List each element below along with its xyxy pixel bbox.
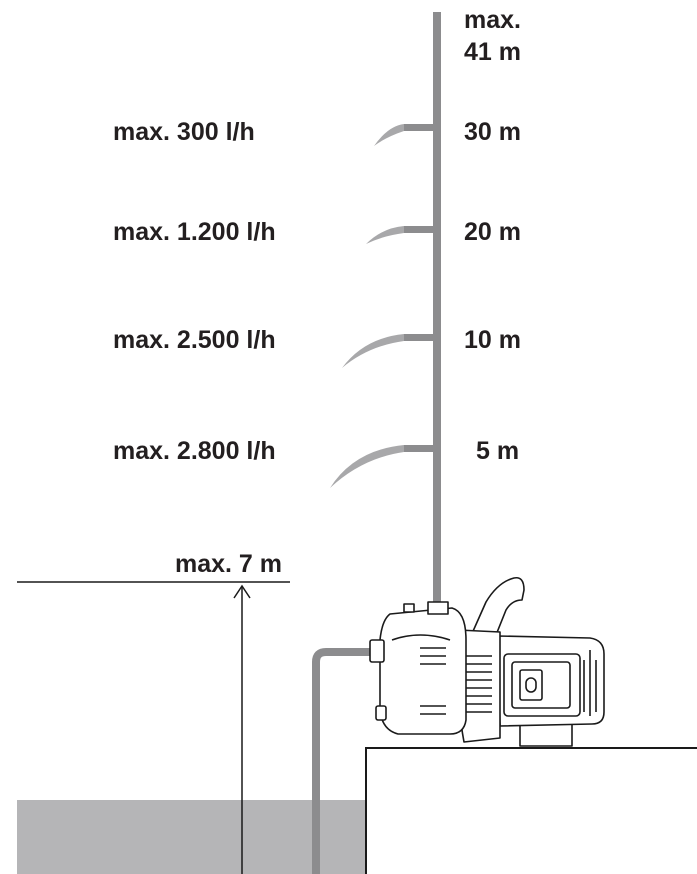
platform bbox=[365, 747, 697, 874]
spray-30m bbox=[374, 124, 404, 146]
outlet-stub-30m bbox=[404, 124, 434, 131]
height-label-5m: 5 m bbox=[476, 437, 519, 465]
suction-height-label: max. 7 m bbox=[175, 550, 282, 578]
height-labels: max. 41 m 30 m 20 m 10 m 5 m bbox=[464, 6, 521, 465]
max-height-label-line1: max. bbox=[464, 6, 521, 34]
height-label-30m: 30 m bbox=[464, 118, 521, 146]
height-label-20m: 20 m bbox=[464, 218, 521, 246]
suction-height-arrow bbox=[233, 584, 251, 874]
pump-illustration bbox=[369, 576, 605, 747]
flow-label-2500: max. 2.500 l/h bbox=[113, 326, 276, 354]
height-label-10m: 10 m bbox=[464, 326, 521, 354]
water-sprays bbox=[330, 124, 404, 488]
water-body bbox=[17, 800, 365, 874]
discharge-pipe bbox=[433, 12, 441, 608]
flow-label-1200: max. 1.200 l/h bbox=[113, 218, 276, 246]
outlet-stub-20m bbox=[404, 226, 434, 233]
spray-10m bbox=[342, 334, 404, 368]
suction-pipe bbox=[312, 648, 375, 874]
outlet-stubs bbox=[404, 124, 434, 452]
spray-20m bbox=[366, 226, 404, 244]
spray-5m bbox=[330, 445, 404, 488]
outlet-stub-10m bbox=[404, 334, 434, 341]
flow-label-300: max. 300 l/h bbox=[113, 118, 255, 146]
flow-labels: max. 300 l/h max. 1.200 l/h max. 2.500 l… bbox=[113, 118, 276, 465]
max-height-label-line2: 41 m bbox=[464, 38, 521, 66]
flow-label-2800: max. 2.800 l/h bbox=[113, 437, 276, 465]
outlet-stub-5m bbox=[404, 445, 434, 452]
